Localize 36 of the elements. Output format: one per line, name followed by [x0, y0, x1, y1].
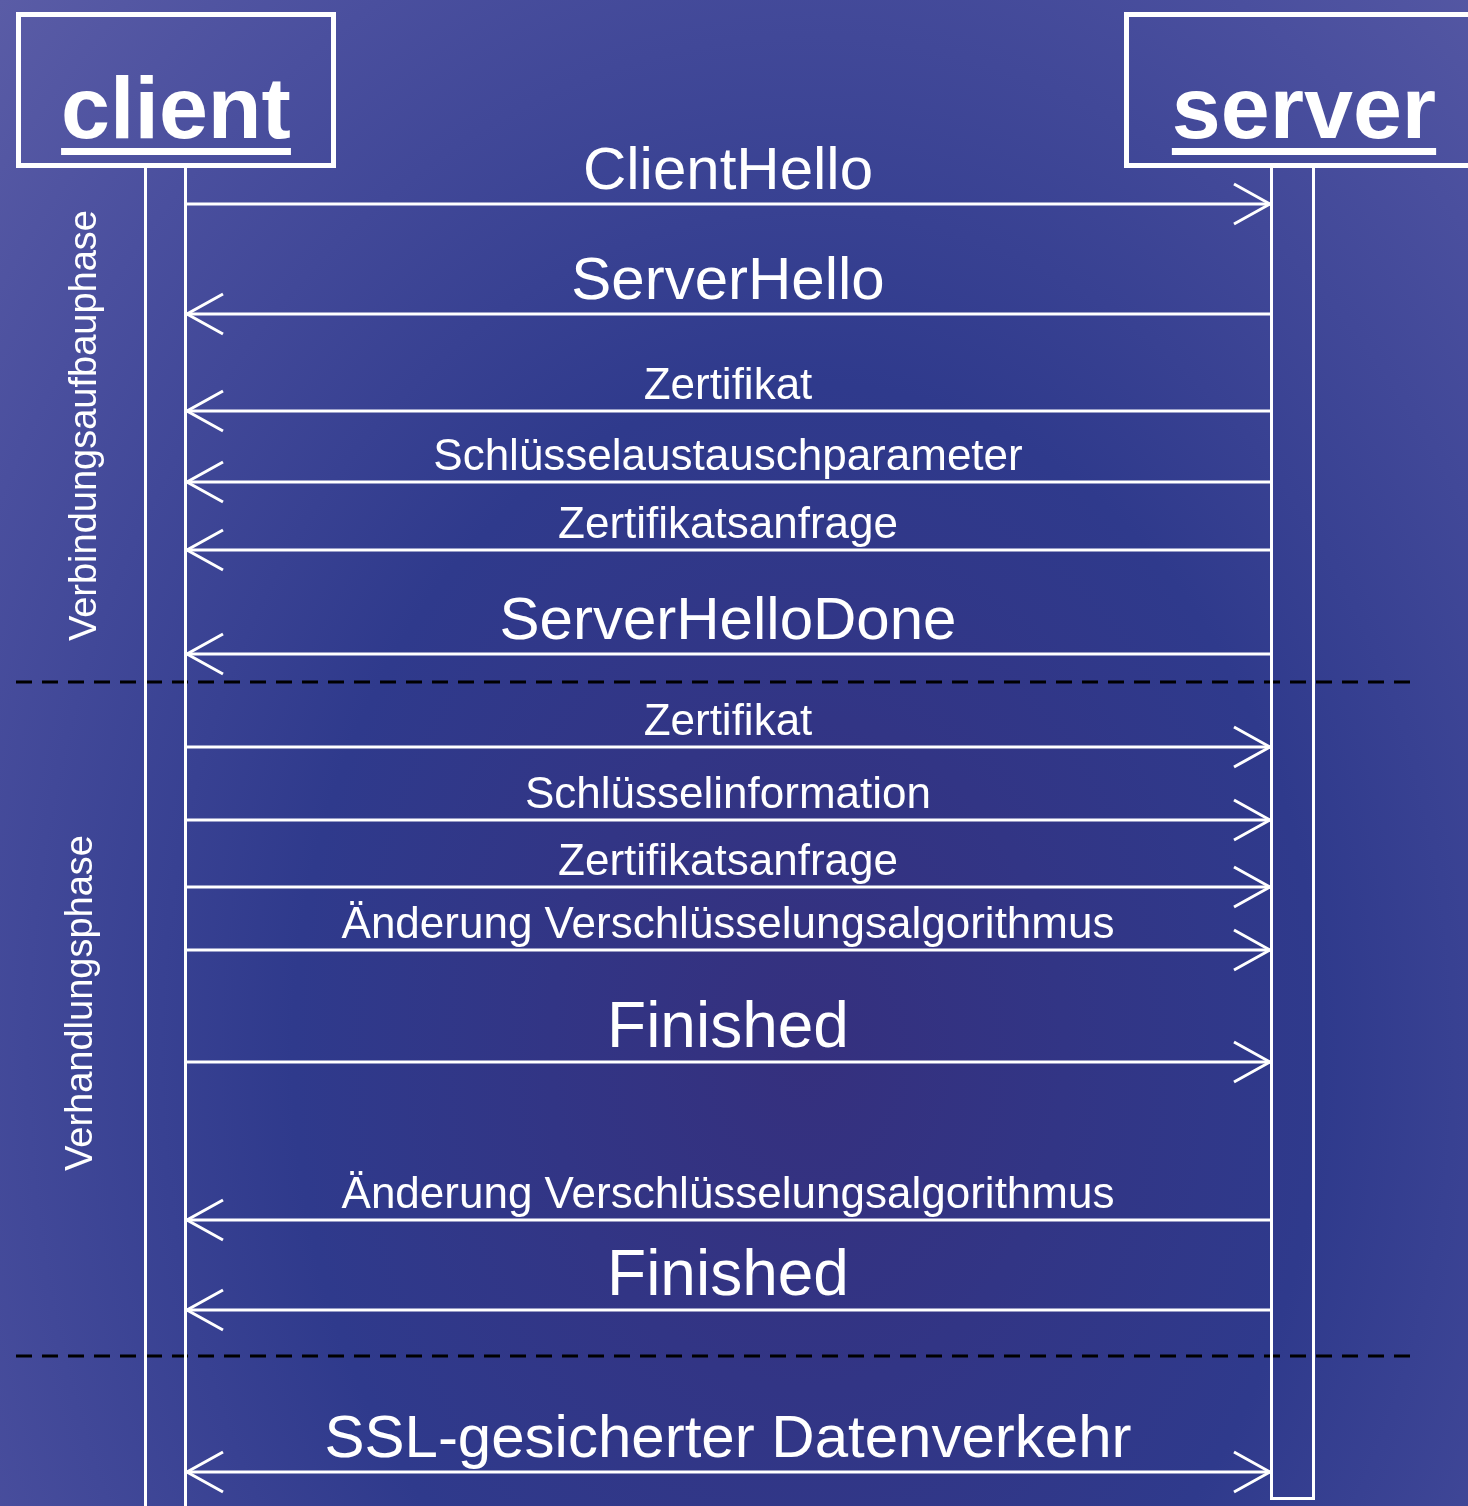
- edge-label: ClientHello: [582, 139, 874, 200]
- message-arrow: [187, 928, 1272, 972]
- edge-label: Änderung Verschlüsselungsalgorithmus: [341, 900, 1115, 945]
- participant-box: [1124, 12, 1468, 168]
- participant-box: [16, 12, 336, 168]
- message-arrow: [185, 1450, 1272, 1494]
- phase-label: Verhandlungsphase: [60, 835, 98, 1171]
- edge-label: Schlüsselinformation: [525, 770, 931, 815]
- message-arrow: [185, 1288, 1270, 1332]
- edge-label: Finished: [607, 993, 849, 1058]
- participant-name: server: [1170, 64, 1438, 152]
- message-arrow: [187, 865, 1272, 909]
- participant-name: client: [60, 64, 292, 152]
- edge-label: Zertifikatsanfrage: [558, 837, 898, 882]
- edge-label: Finished: [607, 1241, 849, 1306]
- edge-label: ServerHello: [571, 249, 885, 310]
- lifeline-bar: [1270, 165, 1315, 1500]
- message-arrow: [187, 725, 1272, 769]
- message-arrow: [187, 1040, 1272, 1084]
- message-arrow: [185, 528, 1270, 572]
- edge-label: ServerHelloDone: [499, 589, 957, 650]
- edge-label: Zertifikat: [643, 361, 813, 406]
- edge-label: Zertifikatsanfrage: [558, 500, 898, 545]
- lifeline-bar: [144, 165, 187, 1506]
- message-arrow: [185, 632, 1270, 676]
- message-arrow: [187, 182, 1272, 226]
- edge-label: SSL-gesicherter Datenverkehr: [324, 1407, 1132, 1468]
- message-arrow: [185, 460, 1270, 504]
- message-arrow: [185, 1198, 1270, 1242]
- edge-label: Änderung Verschlüsselungsalgorithmus: [341, 1170, 1115, 1215]
- message-arrow: [187, 798, 1272, 842]
- edge-label: Zertifikat: [643, 697, 813, 742]
- message-arrow: [185, 389, 1270, 433]
- edge-label: Schlüsselaustauschparameter: [433, 432, 1023, 477]
- message-arrow: [185, 292, 1270, 336]
- phase-label: Verbindungsaufbauphase: [64, 210, 102, 642]
